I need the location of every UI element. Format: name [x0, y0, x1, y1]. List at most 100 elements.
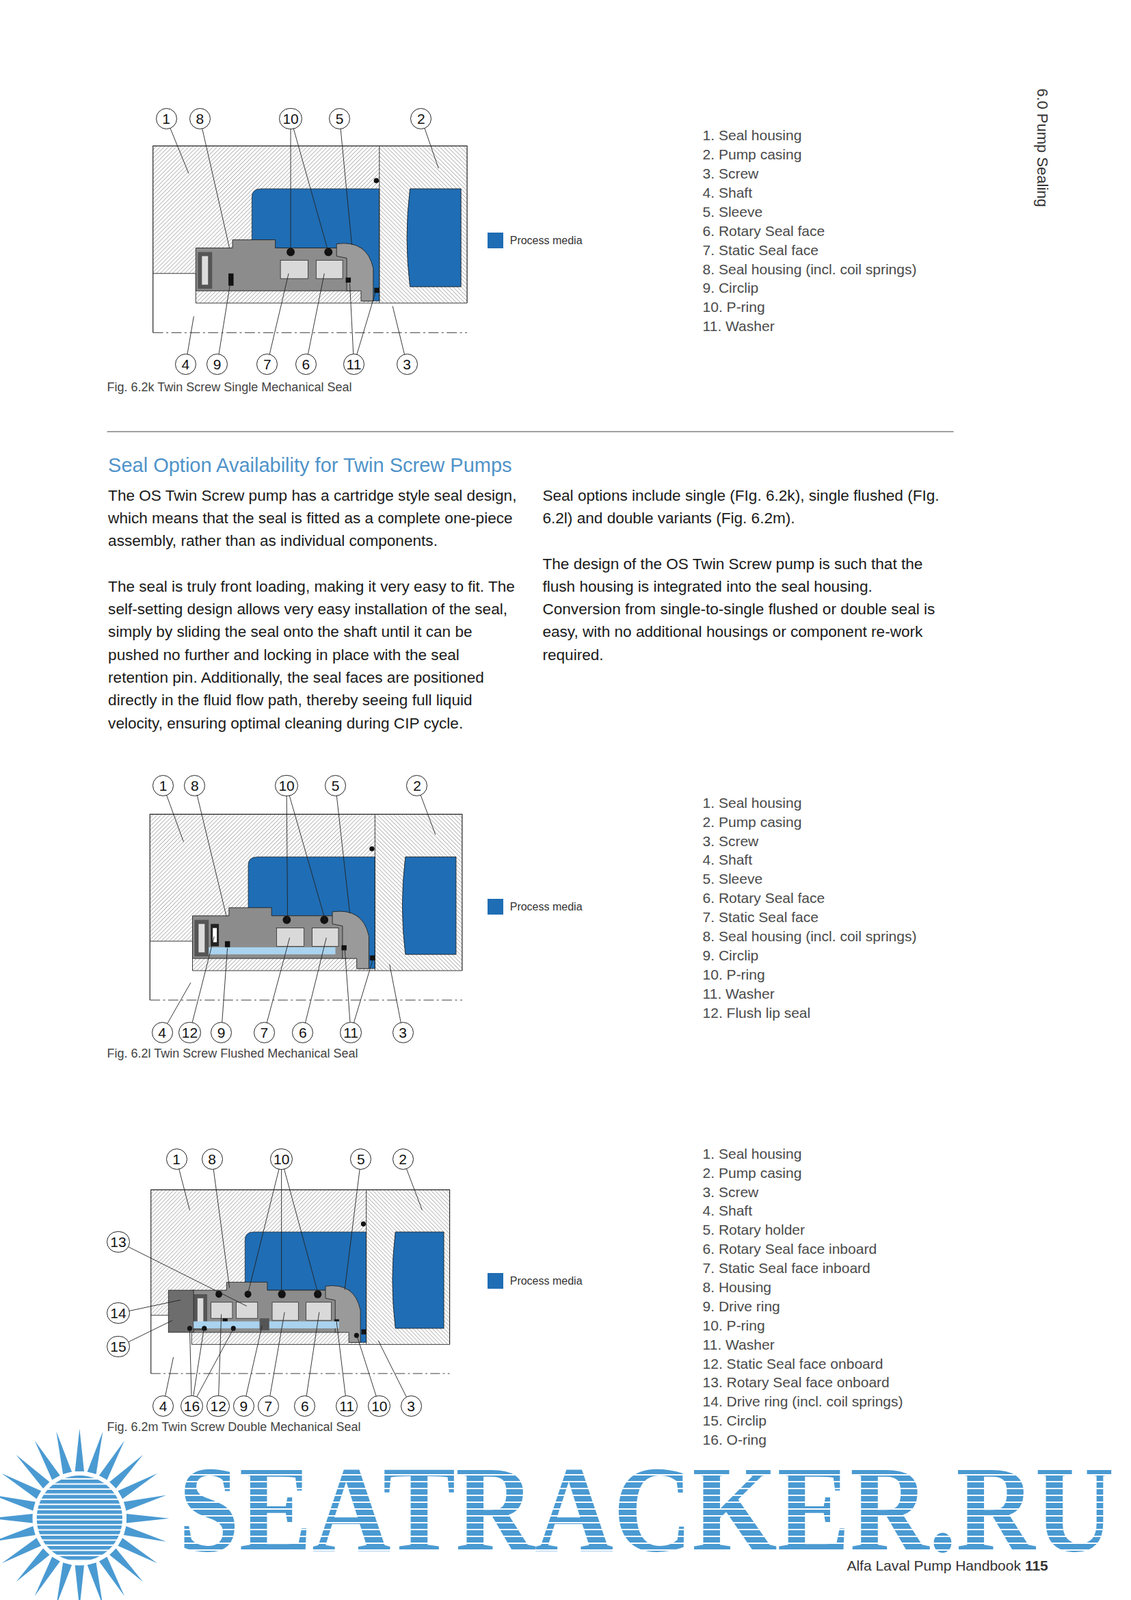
parts-list-item: 6. Rotary Seal face inboard	[702, 1240, 877, 1257]
callout-number: 4	[157, 1025, 167, 1040]
callout-number: 10	[371, 1398, 388, 1413]
parts-list-item: 11. Washer	[702, 317, 775, 335]
callout-number: 2	[417, 111, 426, 126]
parts-list-item: 4. Shaft	[702, 184, 753, 202]
callout-number: 10	[273, 1151, 290, 1166]
parts-list-item: 9. Drive ring	[702, 1297, 781, 1315]
callout-number: 4	[159, 1398, 168, 1413]
parts-list-item: 8. Housing	[702, 1278, 772, 1296]
callout-circle: 9	[206, 353, 228, 375]
callout-number: 7	[263, 356, 272, 372]
section-tab: 6.0 Pump Sealing	[1033, 88, 1051, 208]
callout-number: 4	[181, 356, 191, 372]
legend-swatch	[487, 232, 504, 249]
callout-number: 12	[181, 1025, 198, 1040]
callout-number: 8	[207, 1151, 217, 1166]
legend-swatch	[487, 898, 504, 915]
callout-circle: 16	[180, 1394, 204, 1417]
callout-circle: 6	[291, 1021, 314, 1043]
callout-number: 2	[398, 1151, 407, 1166]
parts-list-item: 9. Circlip	[702, 279, 760, 297]
callout-circle: 10	[270, 1148, 293, 1170]
callout-circle: 6	[294, 1394, 316, 1417]
callout-circle: 1	[166, 1148, 188, 1170]
callout-circle: 10	[278, 108, 302, 130]
parts-list-item: 1. Seal housing	[702, 794, 803, 811]
callout-number: 6	[300, 1398, 310, 1413]
parts-list-item: 3. Screw	[702, 165, 760, 182]
callout-circle: 4	[152, 1394, 174, 1417]
callout-number: 5	[331, 778, 340, 793]
parts-list-item: 2. Pump casing	[702, 813, 803, 831]
parts-list-item: 11. Washer	[702, 985, 775, 1002]
callout-circle: 2	[406, 774, 428, 796]
callout-number: 3	[406, 1398, 416, 1413]
callout-number: 1	[159, 778, 168, 793]
figure-caption: Fig. 6.2k Twin Screw Single Mechanical S…	[107, 380, 353, 395]
callout-circle: 3	[392, 1021, 414, 1043]
callout-number: 3	[402, 356, 411, 372]
parts-list-item: 12. Static Seal face onboard	[702, 1355, 884, 1372]
callout-circle: 8	[189, 108, 211, 130]
parts-list-item: 11. Washer	[702, 1336, 775, 1353]
legend-text: Process media	[510, 1274, 583, 1287]
callout-number: 5	[335, 111, 344, 126]
callout-number: 9	[213, 356, 222, 372]
callout-number: 6	[298, 1025, 308, 1040]
legend-swatch	[487, 1272, 504, 1289]
callout-circle: 1	[155, 108, 178, 130]
legend-text: Process media	[510, 234, 583, 247]
callout-circle: 12	[178, 1021, 202, 1043]
body-paragraph: The seal is truly front loading, making …	[108, 575, 520, 735]
callout-circle: 13	[106, 1230, 130, 1253]
callout-circle: 4	[175, 353, 197, 375]
parts-list-item: 14. Drive ring (incl. coil springs)	[702, 1392, 904, 1410]
parts-list-item: 7. Static Seal face inboard	[702, 1259, 871, 1276]
body-paragraph: The design of the OS Twin Screw pump is …	[542, 552, 954, 667]
figure-caption: Fig. 6.2m Twin Screw Double Mechanical S…	[107, 1419, 362, 1434]
callout-circle: 3	[400, 1394, 422, 1417]
sun-logo	[0, 1427, 170, 1600]
parts-list-item: 1. Seal housing	[702, 1145, 803, 1162]
callout-circle: 10	[367, 1394, 391, 1417]
watermark: SEATRACKER.RU	[178, 1447, 1114, 1571]
callout-circle: 2	[410, 108, 432, 130]
callout-circle: 14	[106, 1301, 130, 1324]
body-paragraph: Seal options include single (FIg. 6.2k),…	[542, 484, 954, 530]
parts-list-item: 9. Circlip	[702, 947, 760, 964]
callout-circle: 7	[256, 353, 278, 375]
parts-list-item: 5. Rotary holder	[702, 1221, 805, 1238]
callout-number: 11	[339, 1398, 355, 1413]
callout-circle: 10	[274, 774, 298, 796]
callout-number: 16	[183, 1398, 200, 1413]
double-seal-section	[151, 1189, 450, 1374]
figure-caption: Fig. 6.2l Twin Screw Flushed Mechanical …	[107, 1046, 359, 1061]
callout-number: 7	[263, 1398, 273, 1413]
callout-number: 1	[162, 111, 171, 126]
section-rule	[107, 430, 954, 432]
callout-circle: 7	[257, 1394, 279, 1417]
callout-number: 15	[110, 1338, 126, 1354]
callout-number: 1	[172, 1151, 181, 1166]
parts-list-item: 13. Rotary Seal face onboard	[702, 1373, 890, 1391]
parts-list-item: 16. O-ring	[702, 1431, 767, 1448]
parts-list-item: 6. Rotary Seal face	[702, 222, 826, 240]
parts-list-item: 4. Shaft	[702, 851, 753, 868]
parts-list-item: 10. P-ring	[702, 298, 766, 316]
callout-circle: 7	[253, 1021, 275, 1043]
parts-list-item: 5. Sleeve	[702, 870, 764, 887]
callout-circle: 11	[339, 1021, 362, 1043]
footer-text: Alfa Laval Pump Handbook	[846, 1557, 1021, 1574]
callout-number: 13	[110, 1234, 126, 1249]
single-seal-section	[153, 145, 468, 333]
callout-circle: 1	[152, 774, 174, 796]
callout-number: 8	[190, 778, 199, 793]
parts-list-item: 2. Pump casing	[702, 146, 803, 163]
callout-circle: 15	[106, 1335, 130, 1357]
parts-list-item: 1. Seal housing	[702, 127, 803, 144]
flushed-seal-section	[149, 813, 463, 1000]
callout-number: 8	[195, 111, 204, 126]
parts-list-item: 6. Rotary Seal face	[702, 889, 826, 907]
callout-circle: 2	[392, 1148, 414, 1170]
